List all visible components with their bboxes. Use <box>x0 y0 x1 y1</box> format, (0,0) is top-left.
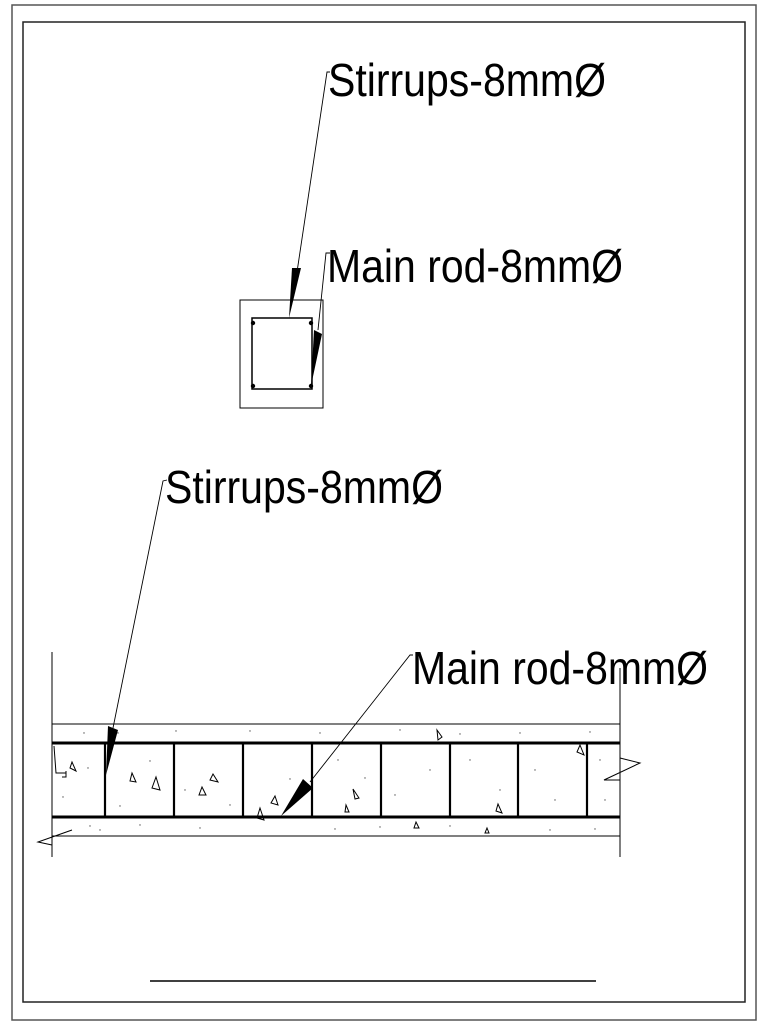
column-main-rod-label: Main rod-8mmØ <box>327 240 623 292</box>
column-stirrups-label: Stirrups-8mmØ <box>328 54 606 106</box>
outer-frame <box>11 4 757 1021</box>
main-rod-dot <box>308 320 314 326</box>
main-rod-dot <box>250 383 256 389</box>
column-main-rod-leader <box>311 252 330 386</box>
inner-frame <box>22 21 746 1003</box>
beam-main-rod-label: Main rod-8mmØ <box>412 642 708 694</box>
concrete-aggregate <box>69 728 585 834</box>
beam-stirrups-leader <box>106 479 168 775</box>
concrete-speckles <box>62 729 606 831</box>
beam-stirrups-label: Stirrups-8mmØ <box>165 461 443 513</box>
beam-main-rod-leader <box>281 654 413 816</box>
column-outline <box>239 299 324 409</box>
break-symbol-left <box>36 829 73 846</box>
column-stirrup <box>251 317 313 390</box>
column-stirrups-leader <box>289 71 330 318</box>
break-symbol-right <box>603 757 642 781</box>
column-section <box>239 299 324 409</box>
main-rod-dot <box>250 320 256 326</box>
